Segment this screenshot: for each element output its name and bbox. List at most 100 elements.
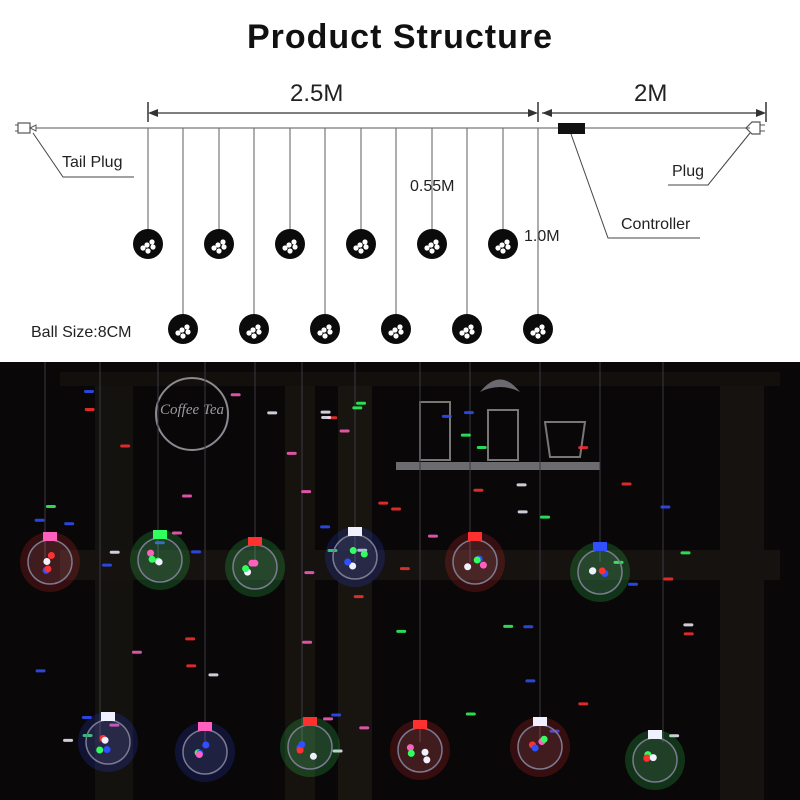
- ball-led-dot: [282, 245, 288, 251]
- led-bulb: [628, 582, 639, 586]
- led-bulb: [154, 541, 165, 545]
- led-bulb: [331, 713, 342, 717]
- led-bulb: [109, 550, 120, 554]
- led-bulb: [503, 624, 514, 628]
- globe-glow: [390, 720, 450, 780]
- ball-led-dot: [433, 239, 439, 245]
- ball-led-dot: [287, 248, 293, 254]
- sign-ring: [155, 377, 229, 451]
- led-bulb: [302, 640, 313, 644]
- plug-leader: [668, 132, 751, 186]
- wishing-ball-globe: [397, 727, 443, 773]
- globe-led: [47, 552, 55, 560]
- globe-cap: [593, 542, 607, 551]
- ball-led-dot: [327, 329, 333, 335]
- led-bulb: [578, 446, 589, 450]
- ball-led-dot: [505, 244, 511, 250]
- globe-cap: [533, 717, 547, 726]
- led-bulb: [352, 406, 363, 410]
- globe-led: [479, 561, 487, 569]
- ball-led-dot: [326, 324, 332, 330]
- led-bulb: [463, 411, 474, 415]
- ball-led-dot: [246, 330, 252, 336]
- led-bulb: [621, 482, 632, 486]
- globe-led: [242, 565, 250, 573]
- led-bulb: [182, 494, 193, 498]
- tail-plug-leader: [32, 132, 134, 178]
- led-bulb: [460, 433, 471, 437]
- led-bulb: [683, 623, 694, 627]
- ball-led-dot: [500, 248, 506, 254]
- ball-led-dot: [317, 330, 323, 336]
- led-bulb: [327, 548, 338, 552]
- led-bulb: [525, 679, 536, 683]
- coffee-tea-sign: Coffee Tea: [155, 377, 229, 451]
- ball-led-dot: [392, 327, 398, 333]
- globe-cap: [43, 532, 57, 541]
- globe-led: [473, 556, 481, 564]
- led-bulb: [476, 446, 487, 450]
- globe-led: [155, 558, 163, 566]
- led-bulb: [332, 749, 343, 753]
- ball-led-dot: [504, 239, 510, 245]
- shelf: [396, 462, 600, 470]
- ball-led-dot: [145, 248, 151, 254]
- led-bulb: [540, 515, 551, 519]
- globe-cap: [153, 530, 167, 539]
- product-photo: Coffee Tea: [0, 362, 800, 800]
- globe-led: [421, 748, 429, 756]
- ball-led-dot: [184, 324, 190, 330]
- ball-led-dot: [495, 245, 501, 251]
- globe-led: [148, 555, 156, 563]
- globe-led: [309, 752, 317, 760]
- ball-led-dot: [464, 333, 470, 339]
- globe-led: [540, 735, 548, 743]
- globe-glow: [175, 722, 235, 782]
- led-bulb: [208, 673, 219, 677]
- photo-background: [0, 362, 800, 800]
- ball-led-dot: [251, 333, 257, 339]
- globe-led: [349, 562, 357, 570]
- globe-led: [423, 756, 431, 764]
- globe-led: [103, 746, 111, 754]
- arrow-head: [756, 109, 766, 117]
- ball-led-dot: [179, 327, 185, 333]
- globe-led: [598, 567, 606, 575]
- globe-led: [195, 751, 203, 759]
- ball-led-dot: [397, 324, 403, 330]
- led-bulb: [613, 560, 624, 564]
- window-frame-post: [285, 372, 315, 800]
- led-bulb: [64, 522, 75, 526]
- led-bulb: [131, 650, 142, 654]
- ball-led-dot: [220, 239, 226, 245]
- ball-led-dot: [362, 239, 368, 245]
- ball-led-dot: [255, 324, 261, 330]
- globe-led: [643, 754, 651, 762]
- arrow-head: [542, 109, 552, 117]
- plug-icon: [745, 121, 761, 135]
- wishing-ball-globe: [287, 724, 333, 770]
- ball-led-dot: [468, 324, 474, 330]
- tail-plug-neck: [28, 124, 37, 132]
- led-bulb: [359, 726, 370, 730]
- globe-cap: [468, 532, 482, 541]
- ball-size-label: Ball Size:8CM: [31, 324, 132, 341]
- led-bulb: [321, 415, 332, 419]
- long-drop-length: 1.0M: [524, 228, 560, 245]
- wishing-ball-globe: [332, 534, 378, 580]
- vase-icon: [487, 409, 519, 461]
- ball-led-dot: [363, 244, 369, 250]
- ball-led-dot: [388, 330, 394, 336]
- ball-led-dot: [216, 248, 222, 254]
- globe-led: [649, 754, 657, 762]
- arrow-head: [528, 109, 538, 117]
- globe-led: [251, 559, 259, 567]
- globe-glow: [510, 717, 570, 777]
- led-bulb: [304, 571, 315, 575]
- led-bulb: [320, 410, 331, 414]
- arrow-head: [148, 109, 158, 117]
- globe-led: [147, 549, 155, 557]
- structure-drawing: [15, 102, 767, 344]
- led-bulb: [191, 550, 202, 554]
- dimension-lead-length: 2M: [634, 80, 668, 107]
